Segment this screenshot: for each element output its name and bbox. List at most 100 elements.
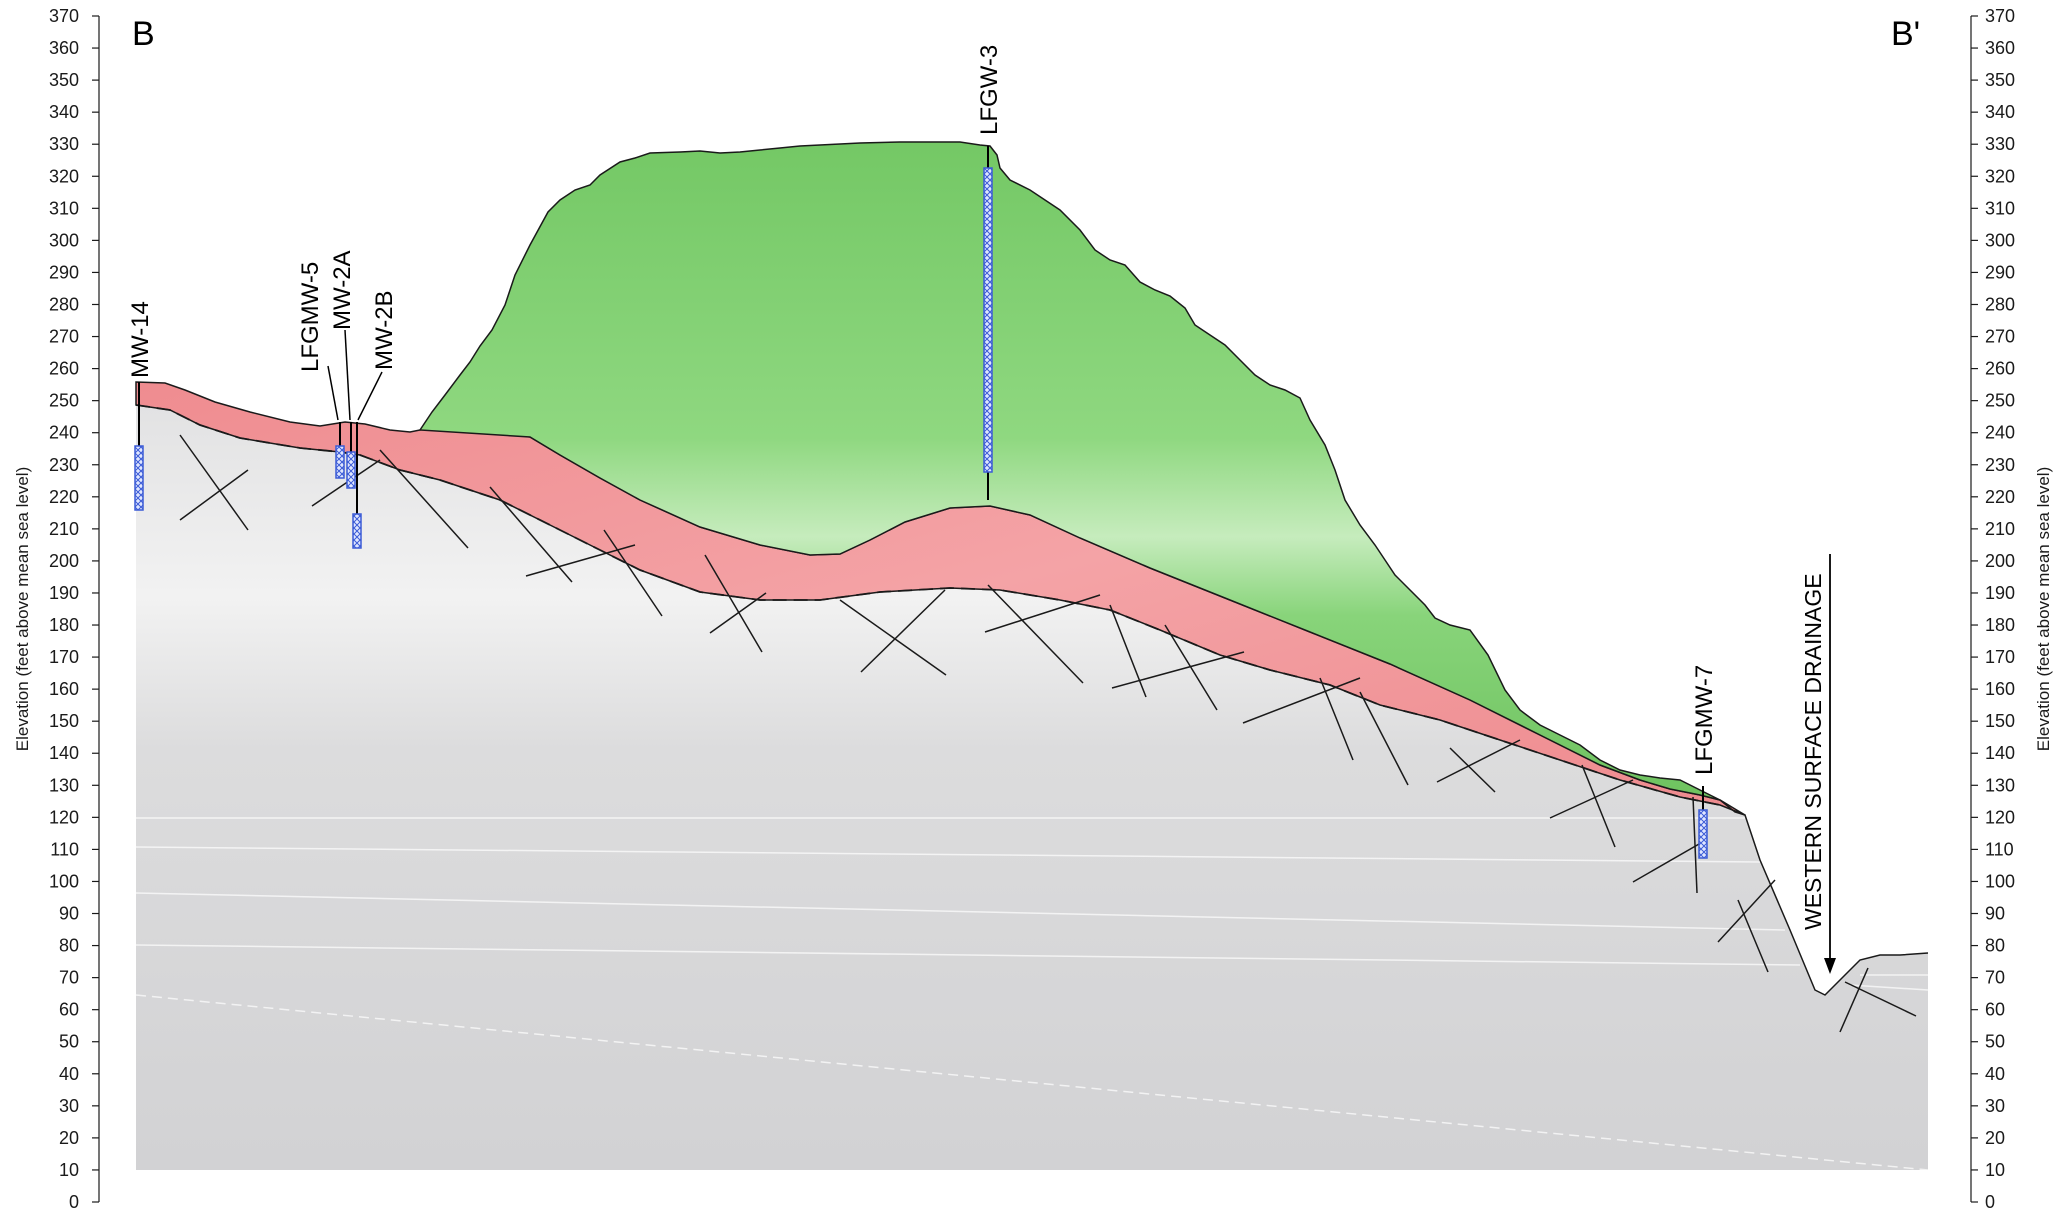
left-tick-label: 200 (49, 551, 79, 571)
left-tick-label: 70 (59, 968, 79, 988)
right-tick-label: 230 (1985, 455, 2015, 475)
left-tick-label: 190 (49, 583, 79, 603)
left-tick-label: 210 (49, 519, 79, 539)
left-tick-label: 340 (49, 102, 79, 122)
right-tick-label: 350 (1985, 70, 2015, 90)
bedrock-faint-lines (135, 817, 1929, 1171)
well-label-mw-2b: MW-2B (371, 290, 398, 370)
left-tick-label: 280 (49, 294, 79, 314)
right-tick-label: 250 (1985, 391, 2015, 411)
left-tick-label: 10 (59, 1160, 79, 1180)
right-tick-label: 0 (1985, 1192, 1995, 1212)
right-tick-label: 240 (1985, 423, 2015, 443)
right-tick-label: 260 (1985, 359, 2015, 379)
left-tick-label: 50 (59, 1032, 79, 1052)
left-tick-label: 160 (49, 679, 79, 699)
left-tick-label: 320 (49, 166, 79, 186)
well-screen (134, 445, 144, 511)
left-tick-label: 350 (49, 70, 79, 90)
well-label-mw-2a: MW-2A (329, 250, 356, 330)
left-tick-label: 220 (49, 487, 79, 507)
left-tick-label: 310 (49, 198, 79, 218)
well-screen (983, 167, 993, 473)
right-tick-label: 280 (1985, 294, 2015, 314)
well-lfgw-3: LFGW-3 (976, 45, 1003, 500)
y-axis-title-left: Elevation (feet above mean sea level) (13, 467, 32, 751)
left-tick-label: 90 (59, 904, 79, 924)
left-tick-label: 290 (49, 262, 79, 282)
left-tick-label: 270 (49, 327, 79, 347)
left-tick-label: 240 (49, 423, 79, 443)
right-tick-label: 290 (1985, 262, 2015, 282)
right-tick-label: 10 (1985, 1160, 2005, 1180)
right-tick-label: 300 (1985, 230, 2015, 250)
right-tick-label: 60 (1985, 1000, 2005, 1020)
right-tick-label: 30 (1985, 1096, 2005, 1116)
left-tick-label: 80 (59, 936, 79, 956)
right-tick-label: 170 (1985, 647, 2015, 667)
right-tick-label: 20 (1985, 1128, 2005, 1148)
right-tick-label: 210 (1985, 519, 2015, 539)
right-tick-label: 110 (1985, 839, 2014, 859)
right-tick-label: 130 (1985, 775, 2015, 795)
left-tick-label: 150 (49, 711, 79, 731)
waste-unit (418, 141, 1721, 801)
left-tick-label: 230 (49, 455, 79, 475)
left-tick-label: 250 (49, 391, 79, 411)
right-tick-label: 50 (1985, 1032, 2005, 1052)
left-tick-label: 300 (49, 230, 79, 250)
right-tick-label: 70 (1985, 968, 2005, 988)
left-tick-label: 170 (49, 647, 79, 667)
right-tick-label: 100 (1985, 871, 2015, 891)
right-tick-label: 360 (1985, 38, 2015, 58)
left-tick-label: 180 (49, 615, 79, 635)
right-tick-label: 80 (1985, 936, 2005, 956)
western-surface-drainage-marker: WESTERN SURFACE DRAINAGE (1800, 554, 1836, 974)
right-tick-label: 180 (1985, 615, 2015, 635)
right-tick-label: 330 (1985, 134, 2015, 154)
left-tick-label: 40 (59, 1064, 79, 1084)
right-tick-label: 220 (1985, 487, 2015, 507)
well-label-lfgmw-5: LFGMW-5 (297, 262, 324, 372)
right-tick-label: 310 (1985, 198, 2015, 218)
left-tick-label: 60 (59, 1000, 79, 1020)
left-tick-label: 130 (49, 775, 79, 795)
well-screen (352, 513, 362, 549)
well-label-lfgw-3: LFGW-3 (976, 45, 1003, 135)
right-tick-label: 340 (1985, 102, 2015, 122)
well-mw-2a: MW-2A (329, 250, 356, 489)
right-tick-label: 320 (1985, 166, 2015, 186)
well-mw-2b: MW-2B (352, 290, 398, 549)
left-tick-label: 100 (49, 871, 79, 891)
right-tick-label: 160 (1985, 679, 2015, 699)
ground-surface-line (1719, 799, 1929, 996)
left-tick-label: 370 (49, 6, 79, 26)
left-tick-label: 360 (49, 38, 79, 58)
well-label-mw-14: MW-14 (127, 301, 154, 378)
well-screen (335, 445, 345, 479)
right-tick-label: 90 (1985, 904, 2005, 924)
left-tick-label: 260 (49, 359, 79, 379)
right-tick-label: 270 (1985, 327, 2015, 347)
drainage-label: WESTERN SURFACE DRAINAGE (1800, 573, 1826, 930)
right-tick-label: 120 (1985, 807, 2015, 827)
right-tick-label: 200 (1985, 551, 2015, 571)
well-screen (1698, 809, 1708, 859)
right-tick-labels: 0102030405060708090100110120130140150160… (1971, 6, 2015, 1212)
well-label-lfgmw-7: LFGMW-7 (1691, 665, 1718, 775)
left-tick-labels: 0102030405060708090100110120130140150160… (49, 6, 99, 1212)
right-tick-label: 370 (1985, 6, 2015, 26)
left-tick-label: 330 (49, 134, 79, 154)
right-tick-label: 140 (1985, 743, 2015, 763)
left-tick-label: 120 (49, 807, 79, 827)
left-tick-label: 0 (69, 1192, 79, 1212)
bedrock-unit (136, 405, 1928, 1170)
left-tick-label: 140 (49, 743, 79, 763)
right-tick-label: 190 (1985, 583, 2015, 603)
left-tick-label: 30 (59, 1096, 79, 1116)
well-lfgmw-5: LFGMW-5 (297, 262, 345, 479)
bedrock-fracture-lines (179, 434, 1917, 1033)
left-tick-label: 110 (50, 839, 79, 859)
well-mw-14: MW-14 (127, 301, 154, 511)
section-start-label: B (132, 15, 155, 53)
